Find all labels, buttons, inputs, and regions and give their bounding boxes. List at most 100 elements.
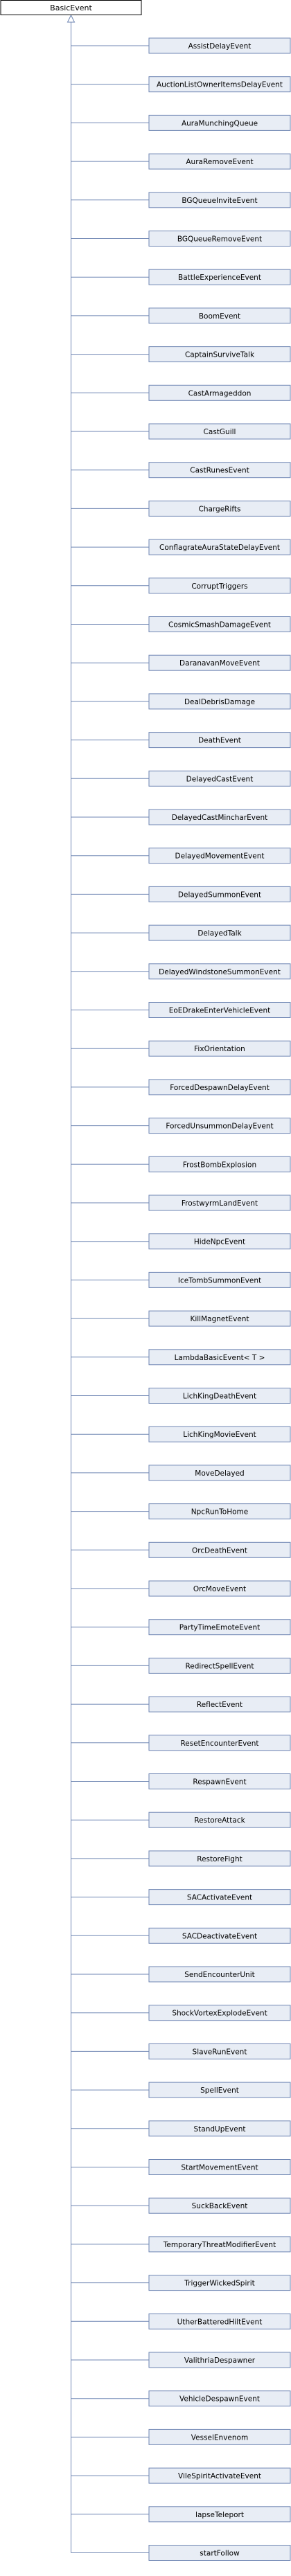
derived-class-label: DealDebrisDamage bbox=[184, 698, 255, 706]
derived-class-node[interactable]: SACDeactivateEvent bbox=[148, 1927, 291, 1944]
derived-class-box bbox=[148, 307, 291, 324]
derived-class-node[interactable]: LichKingMovieEvent bbox=[148, 1426, 291, 1442]
derived-class-box bbox=[148, 1465, 291, 1481]
derived-class-node[interactable]: ValithriaDespawner bbox=[148, 2352, 291, 2368]
inheritance-arrowhead-icon bbox=[67, 14, 76, 23]
derived-class-node[interactable]: CastGuill bbox=[148, 423, 291, 440]
derived-class-node[interactable]: ForcedUnsummonDelayEvent bbox=[148, 1118, 291, 1134]
derived-class-box bbox=[148, 2236, 291, 2253]
derived-class-node[interactable]: CaptainSurviveTalk bbox=[148, 346, 291, 363]
derived-class-label: DelayedWindstoneSummonEvent bbox=[159, 968, 281, 976]
derived-class-box bbox=[148, 2352, 291, 2368]
derived-class-box bbox=[148, 732, 291, 749]
derived-class-node[interactable]: HideNpcEvent bbox=[148, 1233, 291, 1250]
derived-class-node[interactable]: VileSpiritActivateEvent bbox=[148, 2467, 291, 2484]
derived-class-node[interactable]: LambdaBasicEvent< T > bbox=[148, 1349, 291, 1366]
derived-class-node[interactable]: VesselEnvenom bbox=[148, 2429, 291, 2445]
derived-class-node[interactable]: DelayedSummonEvent bbox=[148, 886, 291, 902]
derived-class-node[interactable]: SACActivateEvent bbox=[148, 1889, 291, 1906]
derived-class-node[interactable]: BGQueueRemoveEvent bbox=[148, 231, 291, 247]
derived-class-node[interactable]: CastArmageddon bbox=[148, 384, 291, 401]
derived-class-node[interactable]: lapseTeleport bbox=[148, 2506, 291, 2523]
derived-class-node[interactable]: BGQueueInviteEvent bbox=[148, 192, 291, 208]
derived-class-node[interactable]: DelayedTalk bbox=[148, 924, 291, 941]
derived-class-node[interactable]: TemporaryThreatModifierEvent bbox=[148, 2236, 291, 2253]
derived-class-node[interactable]: LichKingDeathEvent bbox=[148, 1388, 291, 1404]
derived-class-node[interactable]: AssistDelayEvent bbox=[148, 37, 291, 54]
derived-class-box bbox=[148, 654, 291, 671]
derived-class-node[interactable]: EoEDrakeEnterVehicleEvent bbox=[148, 1002, 291, 1018]
derived-class-node[interactable]: RedirectSpellEvent bbox=[148, 1657, 291, 1674]
derived-class-node[interactable]: CosmicSmashDamageEvent bbox=[148, 616, 291, 632]
derived-class-node[interactable]: IceTombSummonEvent bbox=[148, 1271, 291, 1288]
derived-class-node[interactable]: ReflectEvent bbox=[148, 1696, 291, 1712]
derived-class-node[interactable]: BoomEvent bbox=[148, 307, 291, 324]
derived-class-label: SACActivateEvent bbox=[187, 1894, 252, 1902]
derived-class-label: RestoreAttack bbox=[194, 1816, 245, 1825]
derived-class-label: LambdaBasicEvent< T > bbox=[175, 1354, 265, 1362]
derived-class-node[interactable]: RespawnEvent bbox=[148, 1773, 291, 1789]
derived-class-node[interactable]: ShockVortexExplodeEvent bbox=[148, 2005, 291, 2021]
derived-class-node[interactable]: SpellEvent bbox=[148, 2082, 291, 2098]
derived-class-node[interactable]: AuraMunchingQueue bbox=[148, 114, 291, 131]
derived-class-node[interactable]: CastRunesEvent bbox=[148, 462, 291, 478]
derived-class-box bbox=[148, 1773, 291, 1789]
derived-class-node[interactable]: StartMovementEvent bbox=[148, 2159, 291, 2175]
derived-class-box bbox=[148, 1966, 291, 1983]
derived-class-box bbox=[148, 770, 291, 787]
derived-class-node[interactable]: startFollow bbox=[148, 2545, 291, 2561]
derived-class-label: DelayedSummonEvent bbox=[178, 891, 261, 899]
derived-class-box bbox=[148, 2467, 291, 2484]
derived-class-node[interactable]: FrostBombExplosion bbox=[148, 1156, 291, 1172]
derived-class-node[interactable]: StandUpEvent bbox=[148, 2120, 291, 2137]
derived-class-label: PartyTimeEmoteEvent bbox=[179, 1624, 261, 1632]
derived-class-label: IceTombSummonEvent bbox=[178, 1276, 261, 1285]
derived-class-node[interactable]: SendEncounterUnit bbox=[148, 1966, 291, 1983]
derived-class-node[interactable]: NpcRunToHome bbox=[148, 1503, 291, 1520]
derived-class-node[interactable]: DelayedCastMincharEvent bbox=[148, 809, 291, 825]
derived-class-node[interactable]: MoveDelayed bbox=[148, 1465, 291, 1481]
derived-class-node[interactable]: RestoreAttack bbox=[148, 1812, 291, 1828]
derived-class-node[interactable]: TriggerWickedSpirit bbox=[148, 2275, 291, 2291]
derived-class-node[interactable]: FrostwyrmLandEvent bbox=[148, 1195, 291, 1211]
derived-class-node[interactable]: ResetEncounterEvent bbox=[148, 1735, 291, 1751]
derived-class-label: TriggerWickedSpirit bbox=[184, 2280, 254, 2288]
derived-class-box bbox=[148, 114, 291, 131]
derived-class-node[interactable]: AuraRemoveEvent bbox=[148, 153, 291, 170]
derived-class-node[interactable]: KillMagnetEvent bbox=[148, 1310, 291, 1327]
derived-class-node[interactable]: OrcDeathEvent bbox=[148, 1541, 291, 1558]
derived-class-node[interactable]: RestoreFight bbox=[148, 1850, 291, 1867]
root-class-node[interactable]: BasicEvent bbox=[0, 0, 142, 15]
derived-class-node[interactable]: SlaveRunEvent bbox=[148, 2043, 291, 2059]
derived-class-node[interactable]: ConflagrateAuraStateDelayEvent bbox=[148, 539, 291, 555]
derived-class-node[interactable]: ChargeRifts bbox=[148, 500, 291, 517]
derived-class-box bbox=[148, 2313, 291, 2329]
derived-class-node[interactable]: UtherBatteredHiltEvent bbox=[148, 2313, 291, 2329]
derived-class-label: ChargeRifts bbox=[199, 505, 241, 513]
derived-class-node[interactable]: FixOrientation bbox=[148, 1040, 291, 1057]
derived-class-node[interactable]: DeathEvent bbox=[148, 732, 291, 749]
derived-class-box bbox=[148, 539, 291, 555]
derived-class-label: BGQueueRemoveEvent bbox=[177, 235, 262, 244]
derived-class-box bbox=[148, 1349, 291, 1366]
derived-class-box bbox=[148, 1696, 291, 1712]
derived-class-node[interactable]: DaranavanMoveEvent bbox=[148, 654, 291, 671]
derived-class-label: UtherBatteredHiltEvent bbox=[177, 2318, 263, 2326]
derived-class-node[interactable]: VehicleDespawnEvent bbox=[148, 2390, 291, 2407]
derived-class-node[interactable]: DelayedMovementEvent bbox=[148, 848, 291, 864]
derived-class-node[interactable]: ForcedDespawnDelayEvent bbox=[148, 1079, 291, 1095]
derived-class-node[interactable]: DealDebrisDamage bbox=[148, 693, 291, 710]
derived-class-label: StandUpEvent bbox=[194, 2125, 246, 2134]
derived-class-node[interactable]: BattleExperienceEvent bbox=[148, 269, 291, 285]
derived-class-node[interactable]: SuckBackEvent bbox=[148, 2197, 291, 2214]
derived-class-node[interactable]: PartyTimeEmoteEvent bbox=[148, 1619, 291, 1636]
derived-class-label: VileSpiritActivateEvent bbox=[178, 2472, 261, 2480]
derived-class-node[interactable]: DelayedCastEvent bbox=[148, 770, 291, 787]
derived-class-node[interactable]: AuctionListOwnerItemsDelayEvent bbox=[148, 76, 291, 93]
derived-class-node[interactable]: CorruptTriggers bbox=[148, 578, 291, 594]
derived-class-label: DaranavanMoveEvent bbox=[179, 659, 260, 668]
derived-class-node[interactable]: OrcMoveEvent bbox=[148, 1580, 291, 1597]
derived-class-label: HideNpcEvent bbox=[194, 1238, 245, 1246]
derived-class-node[interactable]: DelayedWindstoneSummonEvent bbox=[148, 963, 291, 980]
